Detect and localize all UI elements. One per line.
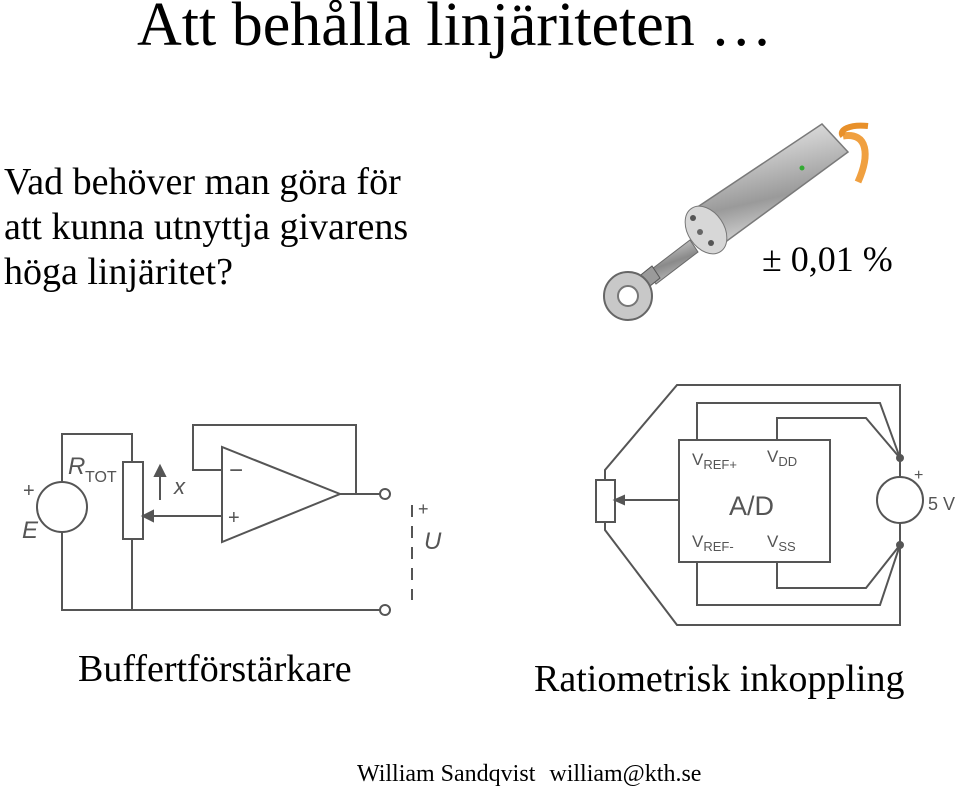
opamp-plus-label: + [228,507,240,529]
question-line-3: höga linjäritet? [4,251,233,293]
vref-minus-label: VREF- [692,532,734,554]
supply-plus-label: + [914,467,923,484]
wiper-label: x [173,474,186,499]
question-line-2: att kunna utnyttja givarens [4,206,409,248]
ratiometric-potentiometer-icon [595,479,616,523]
opamp-minus-label: − [229,457,243,484]
vss-label: VSS [767,532,796,554]
voltage-source-icon [36,481,88,533]
vdd-label: VDD [767,447,797,469]
linearity-value: ± 0,01 % [762,239,893,279]
wiper-arrow-icon [140,509,154,523]
resistor-label: R [68,453,85,480]
output-terminal [379,488,391,500]
cable-icon [842,132,869,184]
potentiometer-icon [122,461,144,540]
footer: William Sandqvist william@kth.se [357,762,701,786]
output-voltage-label: U [424,528,442,555]
resistor-subscript: TOT [85,469,117,486]
caption-ratiometric: Ratiometrisk inkoppling [534,658,905,700]
buffer-amplifier-circuit [36,424,413,616]
source-plus-label: + [23,480,35,502]
source-label: E [22,517,39,544]
supply-voltage-label: 5 V [928,494,955,514]
adc-box [678,439,831,563]
ratiometric-circuit [595,384,924,626]
adc-label: A/D [729,491,774,521]
footer-author: William Sandqvist [357,761,536,787]
supply-source-icon [876,476,924,524]
question-text: Vad behöver man göra för att kunna utnyt… [4,160,408,295]
slide-title: Att behålla linjäriteten … [137,0,773,59]
question-line-1: Vad behöver man göra för [4,161,401,203]
linear-potentiometer-photo [603,122,869,321]
opamp-icon [221,445,343,544]
caption-buffer-amplifier: Buffertförstärkare [78,648,352,690]
ground-terminal [379,604,391,616]
vref-plus-label: VREF+ [692,450,737,472]
footer-email: william@kth.se [549,761,702,787]
output-plus-label: + [418,499,429,519]
